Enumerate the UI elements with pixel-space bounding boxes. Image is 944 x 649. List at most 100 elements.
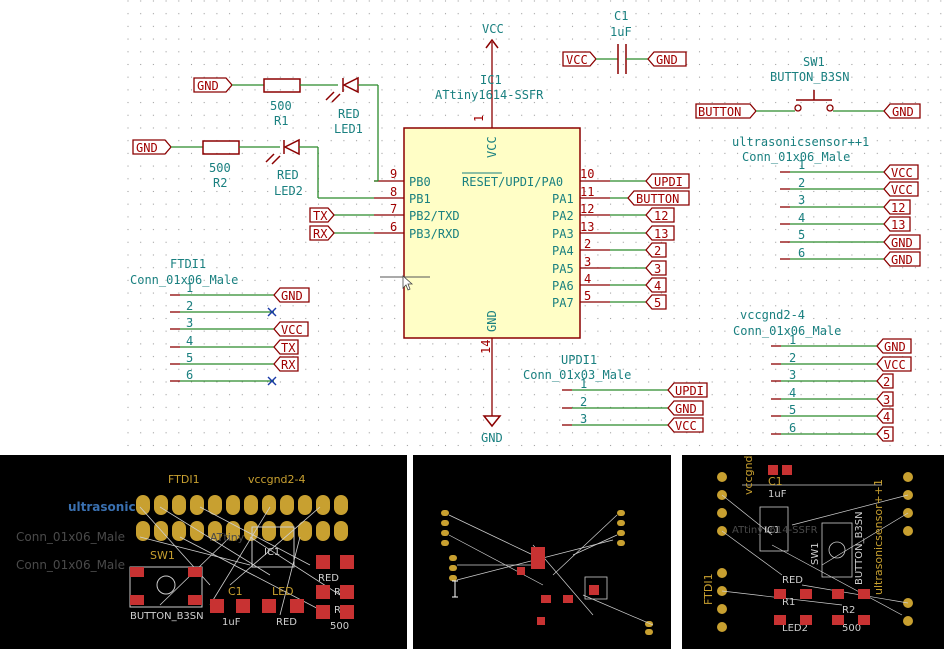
svg-text:PA1: PA1 [552,192,574,206]
pcb2-components [517,547,599,625]
svg-text:3: 3 [654,262,661,276]
svg-text:LED: LED [272,585,294,598]
svg-text:4: 4 [798,211,805,225]
header-pad [244,495,258,515]
ic1-left-labels[interactable]: TX RX [309,207,374,241]
sw1-button[interactable]: SW1 BUTTON_B3SN BUTTON GND [695,55,921,119]
header-pad [298,521,312,541]
svg-text:2: 2 [654,244,661,258]
header-pad [172,495,186,515]
svg-text:RESET/UPDI/PA0: RESET/UPDI/PA0 [462,175,563,189]
ic1-ref: IC1 [480,73,502,87]
svg-text:VCC: VCC [485,136,499,158]
svg-text:R2: R2 [842,605,855,616]
c1-capacitor[interactable]: C1 1uF VCC GND [562,9,687,74]
svg-text:500: 500 [842,623,861,634]
header-pad [262,495,276,515]
svg-text:2: 2 [798,176,805,190]
vcc-power-symbol[interactable]: VCC [482,22,504,128]
svg-text:GND: GND [892,105,914,119]
svg-text:SW1: SW1 [803,55,825,69]
svg-text:BUTTON_B3SN: BUTTON_B3SN [854,511,865,585]
svg-text:13: 13 [891,218,905,232]
text-cursor-icon [452,580,458,598]
ic1-left-pins: 9 8 7 6 PB0 PB1 PB2/TXD PB3/RXD [374,167,460,278]
svg-text:8: 8 [390,185,397,199]
schematic-canvas[interactable]: VCC IC1 ATtiny1614-SSFR 1 VCC GND 14 GND… [0,0,944,455]
svg-text:1uF: 1uF [222,617,241,628]
svg-text:SW1: SW1 [150,549,175,562]
svg-text:5: 5 [186,351,193,365]
svg-text:RED: RED [277,168,299,182]
svg-text:3: 3 [789,368,796,382]
vccgnd-connector[interactable]: vccgnd2-4 Conn_01x06_Male 1 2 3 4 5 6 GN… [733,308,912,442]
svg-text:3: 3 [584,255,591,269]
header-pad [334,521,348,541]
svg-text:VCC: VCC [884,358,906,372]
pcb3-ratsnest [721,484,909,616]
svg-text:VCC: VCC [281,323,303,337]
svg-text:1uF: 1uF [610,25,632,39]
svg-text:RX: RX [281,358,296,372]
header-pad [316,521,330,541]
svg-text:BUTTON_B3SN: BUTTON_B3SN [770,70,849,84]
gnd-power-symbol[interactable]: GND [481,415,503,445]
ftdi1-connector[interactable]: FTDI1 Conn_01x06_Male 1 2 3 4 5 6 GND VC… [130,257,310,386]
svg-text:R1: R1 [274,114,288,128]
pcb3-header-left [717,472,727,632]
svg-text:C1: C1 [768,475,783,488]
pcb1-conn-label-2: Conn_01x06_Male [16,558,125,572]
svg-text:Conn_01x06_Male: Conn_01x06_Male [130,273,238,287]
ic1-right-labels[interactable]: UPDI BUTTON 12 13 2 3 4 5 [610,173,690,310]
svg-text:PB3/RXD: PB3/RXD [409,227,460,241]
pcb-view-1[interactable]: FTDI1 vccgnd2-4 ultrasonic Conn_01x06_Ma… [0,455,407,649]
r2-led2-circuit[interactable]: GND 500 R2 RED LED2 [132,138,374,199]
svg-text:2: 2 [186,299,193,313]
mouse-cursor-icon [402,275,414,291]
header-pad [208,495,222,515]
svg-text:VCC: VCC [891,183,913,197]
svg-text:vccgnd2-4: vccgnd2-4 [742,455,755,495]
svg-text:500: 500 [270,99,292,113]
svg-text:PA6: PA6 [552,279,574,293]
svg-text:6: 6 [789,421,796,435]
updi1-connector[interactable]: UPDI1 Conn_01x03_Male 1 2 3 UPDI GND VCC [523,353,708,433]
svg-text:2: 2 [883,375,890,389]
svg-text:12: 12 [891,201,905,215]
pcb-view-2[interactable] [413,455,671,649]
svg-text:12: 12 [654,209,668,223]
svg-text:1: 1 [789,333,796,347]
svg-text:5: 5 [883,428,890,442]
svg-text:ATtiny: ATtiny [210,531,245,544]
svg-text:RX: RX [313,227,328,241]
svg-text:UPDI: UPDI [675,384,704,398]
ic1-body [403,127,581,339]
svg-text:ultrasonicsensor++1: ultrasonicsensor++1 [732,135,869,149]
svg-text:4: 4 [789,386,796,400]
svg-text:R1: R1 [782,597,795,608]
svg-text:RED: RED [276,617,297,628]
svg-text:GND: GND [884,340,906,354]
ultrasonic-pins: 1 2 3 4 5 6 VCC VCC 12 13 GND GND [780,158,921,267]
svg-text:14: 14 [479,340,493,354]
ic1-symbol[interactable]: IC1 ATtiny1614-SSFR 1 VCC GND 14 [403,73,581,416]
svg-text:PA2: PA2 [552,209,574,223]
svg-text:IC1: IC1 [764,525,780,536]
svg-text:LED2: LED2 [782,623,808,634]
svg-text:LED1: LED1 [334,122,363,136]
ultrasonic-connector[interactable]: ultrasonicsensor++1 Conn_01x06_Male 1 2 … [732,135,921,267]
svg-text:1: 1 [580,377,587,391]
svg-text:2: 2 [580,395,587,409]
header-pad [172,521,186,541]
svg-text:4: 4 [883,410,890,424]
pcb-view-3[interactable]: IC1 ATtiny1614-SSFR C1 1uF FTDI1 vccgnd2… [682,455,944,649]
svg-text:VCC: VCC [566,53,588,67]
svg-text:GND: GND [481,431,503,445]
svg-text:GND: GND [281,289,303,303]
svg-text:PA7: PA7 [552,296,574,310]
svg-text:1uF: 1uF [768,489,787,500]
header-pad [154,521,168,541]
svg-text:5: 5 [798,228,805,242]
svg-text:ultrasonicsensor++1: ultrasonicsensor++1 [872,479,885,595]
r1-led1-circuit[interactable]: GND 500 R1 RED LED1 [193,76,379,182]
